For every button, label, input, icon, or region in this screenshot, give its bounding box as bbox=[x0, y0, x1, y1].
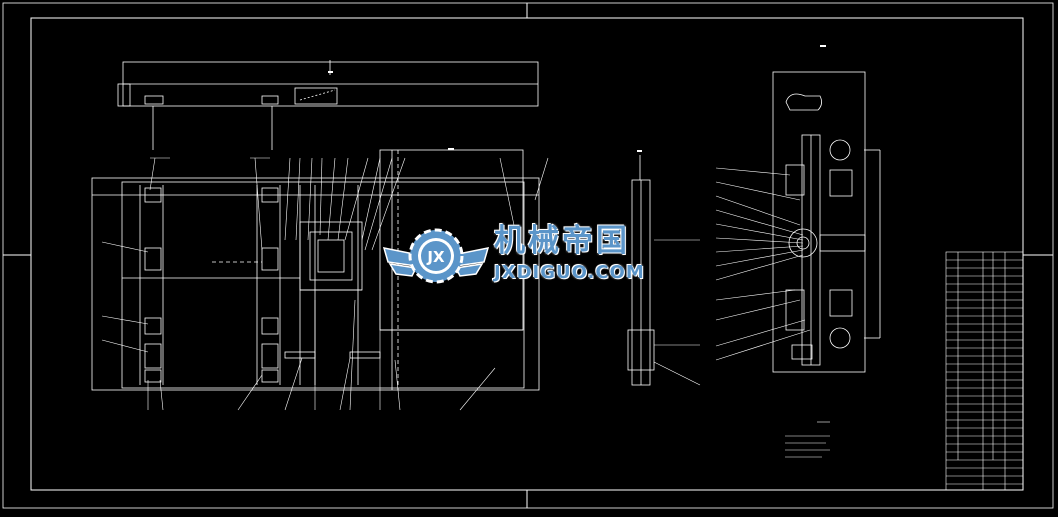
detail-view bbox=[772, 71, 881, 373]
top-view bbox=[117, 60, 539, 150]
watermark-site: JXDIGUO.COM bbox=[494, 262, 645, 283]
logo-letters: JX bbox=[426, 248, 445, 266]
leader-lines-top bbox=[149, 157, 549, 251]
leader-lines-bottom bbox=[147, 299, 496, 411]
tiny-annotation-marks bbox=[328, 45, 826, 152]
watermark-title: 机械帝国 bbox=[494, 223, 630, 259]
leader-lines-left bbox=[101, 241, 149, 353]
gear-logo-icon: JX bbox=[382, 228, 490, 284]
side-view bbox=[627, 155, 701, 386]
detail-leaders bbox=[715, 167, 811, 361]
technical-notes bbox=[785, 421, 830, 458]
parts-list-table bbox=[945, 251, 1024, 491]
